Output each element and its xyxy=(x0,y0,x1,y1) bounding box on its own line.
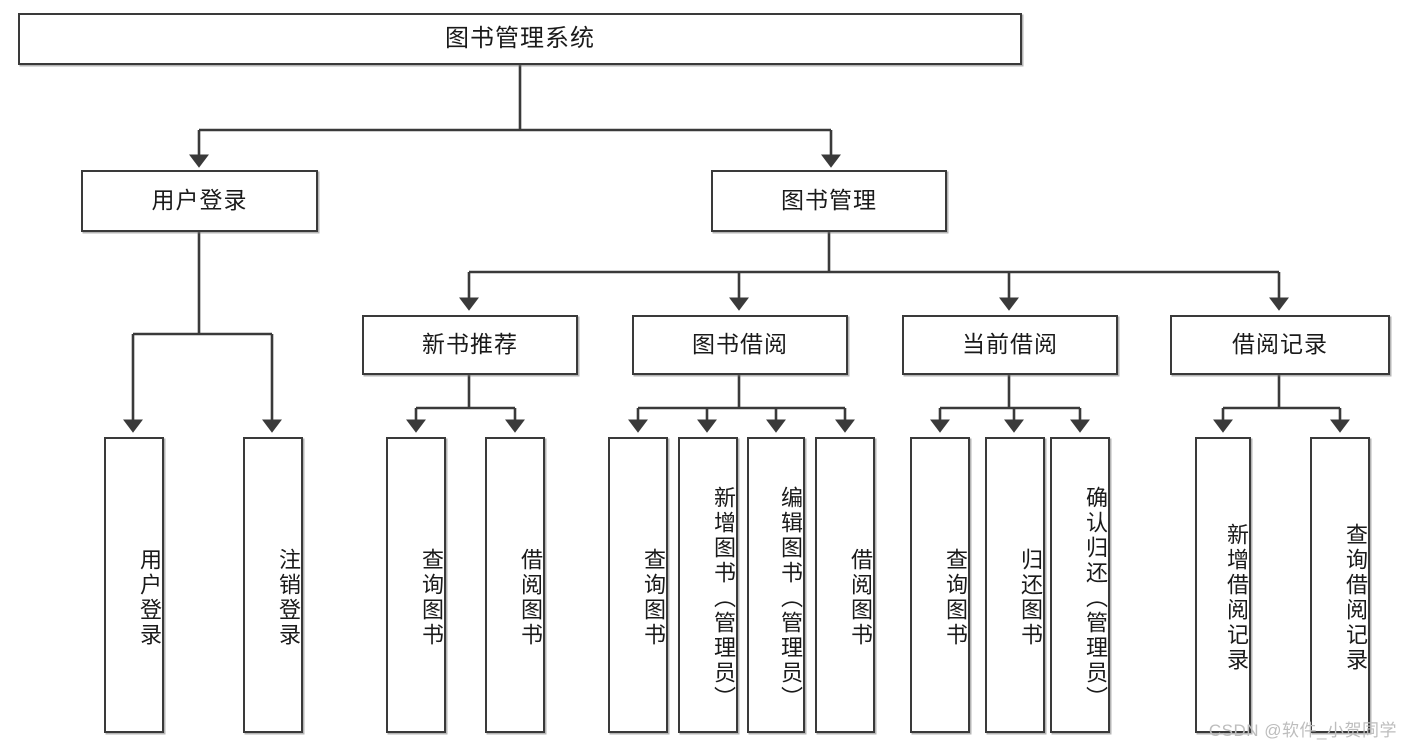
node-label: 图书借阅 xyxy=(692,331,788,358)
node-label: 借阅图书 xyxy=(848,548,873,648)
leaf-borrow-book-new[interactable]: 借阅图书 xyxy=(485,437,545,733)
node-label: 当前借阅 xyxy=(962,331,1058,358)
node-label: 确认归还（管理员） xyxy=(1083,485,1108,711)
leaf-edit-book-admin[interactable]: 编辑图书（管理员） xyxy=(747,437,805,733)
node-book-borrow[interactable]: 图书借阅 xyxy=(632,315,848,375)
leaf-add-borrow-record[interactable]: 新增借阅记录 xyxy=(1195,437,1251,733)
node-label: 查询借阅记录 xyxy=(1343,523,1368,673)
leaf-query-book-new[interactable]: 查询图书 xyxy=(386,437,446,733)
leaf-query-book-borrow[interactable]: 查询图书 xyxy=(608,437,668,733)
node-label: 注销登录 xyxy=(276,548,301,648)
node-label: 查询图书 xyxy=(419,548,444,648)
node-borrow-record[interactable]: 借阅记录 xyxy=(1170,315,1390,375)
node-label: 新增借阅记录 xyxy=(1224,523,1249,673)
node-label: 新增图书（管理员） xyxy=(711,485,736,711)
leaf-user-logout[interactable]: 注销登录 xyxy=(243,437,303,733)
node-label: 借阅记录 xyxy=(1232,331,1328,358)
leaf-user-login[interactable]: 用户登录 xyxy=(104,437,164,733)
node-label: 新书推荐 xyxy=(422,331,518,358)
node-new-book-recommend[interactable]: 新书推荐 xyxy=(362,315,578,375)
node-current-borrow[interactable]: 当前借阅 xyxy=(902,315,1118,375)
csdn-watermark: CSDN @软件_小贺同学 xyxy=(1208,721,1397,740)
leaf-confirm-return-admin[interactable]: 确认归还（管理员） xyxy=(1050,437,1110,733)
node-label: 借阅图书 xyxy=(518,548,543,648)
node-user-login[interactable]: 用户登录 xyxy=(81,170,318,232)
node-book-management[interactable]: 图书管理 xyxy=(711,170,947,232)
leaf-return-book[interactable]: 归还图书 xyxy=(985,437,1045,733)
node-label: 查询图书 xyxy=(943,548,968,648)
node-label: 查询图书 xyxy=(641,548,666,648)
leaf-borrow-book[interactable]: 借阅图书 xyxy=(815,437,875,733)
node-label: 归还图书 xyxy=(1018,548,1043,648)
node-root-system[interactable]: 图书管理系统 xyxy=(18,13,1022,65)
leaf-add-book-admin[interactable]: 新增图书（管理员） xyxy=(678,437,738,733)
leaf-query-book-current[interactable]: 查询图书 xyxy=(910,437,970,733)
leaf-query-borrow-record[interactable]: 查询借阅记录 xyxy=(1310,437,1370,733)
node-label: 图书管理系统 xyxy=(445,24,595,52)
node-label: 用户登录 xyxy=(137,548,162,648)
node-label: 编辑图书（管理员） xyxy=(778,485,803,711)
node-label: 用户登录 xyxy=(151,187,248,214)
node-label: 图书管理 xyxy=(781,187,877,214)
